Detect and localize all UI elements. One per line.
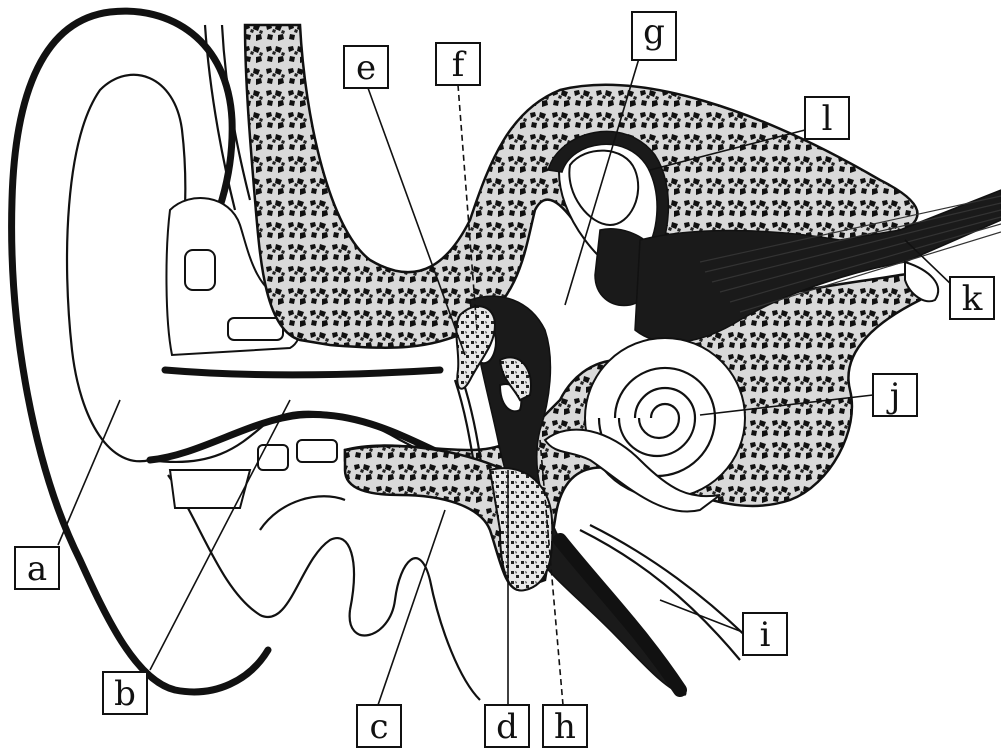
label-b: b	[103, 672, 147, 714]
label-f: f	[436, 43, 480, 85]
label-h-text: h	[554, 707, 576, 747]
label-c: c	[357, 705, 401, 747]
label-k-text: k	[962, 279, 983, 319]
label-l: l	[805, 97, 849, 139]
label-g-text: g	[643, 12, 665, 52]
label-d-text: d	[496, 707, 518, 747]
pinna	[12, 11, 480, 700]
label-c-text: c	[369, 707, 388, 747]
leader-c	[378, 510, 445, 705]
label-l-text: l	[822, 99, 833, 139]
label-e-text: e	[356, 48, 376, 88]
label-h: h	[543, 705, 587, 747]
leader-i	[660, 600, 745, 633]
label-d: d	[485, 705, 529, 747]
label-i: i	[743, 613, 787, 655]
label-b-text: b	[114, 674, 136, 714]
label-i-text: i	[760, 615, 771, 655]
label-j: j	[873, 374, 917, 416]
label-e: e	[344, 46, 388, 88]
label-k: k	[950, 277, 994, 319]
label-g: g	[632, 12, 676, 60]
label-a-text: a	[27, 549, 47, 589]
label-a: a	[15, 547, 59, 589]
leader-a	[58, 400, 120, 545]
